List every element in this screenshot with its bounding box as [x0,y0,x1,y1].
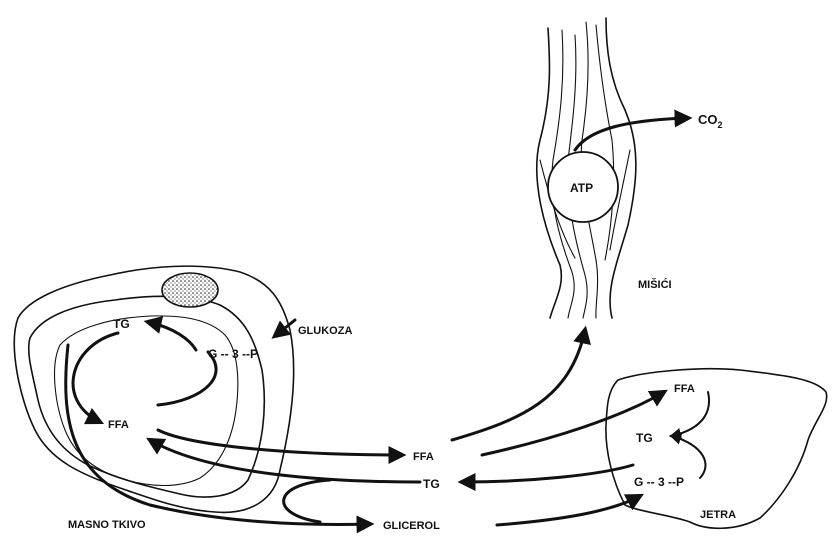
arrow-liver-ffa-to-tg [672,392,709,436]
label-ffa-liver: FFA [674,383,695,395]
label-jetra: JETRA [700,509,736,521]
arrow-tg-to-ffa [73,333,118,422]
adipocyte-lipid-droplet-boundary [55,316,238,486]
label-tg-blood: TG [423,477,440,491]
adipose-tissue [14,266,370,524]
arrow-g3p-to-tg [148,322,196,350]
arrow-liver-tg-to-blood [462,465,633,482]
liver-outline [606,369,827,529]
label-g3p-liver: G -- 3 --P [634,475,684,489]
arrow-tg-to-glicerol [66,345,370,524]
adipocyte-nucleus [162,273,218,307]
arrow-glukoza-in [275,320,295,336]
label-misici: MIŠIĆI [638,278,672,291]
label-co2: CO2 [698,112,723,130]
label-ffa-blood: FFA [413,451,434,463]
arrow-ffa-to-liver [482,392,664,455]
arrow-glicerol-to-liver [497,496,640,525]
muscle-fiber-4 [596,25,614,260]
label-co2-subscript: 2 [718,120,723,130]
label-tg-adipose: TG [113,317,130,331]
arrow-tg-loop-arc [284,480,330,522]
arrow-ffa-to-muscle [452,330,585,440]
muscle [537,18,688,318]
label-ffa-adipose: FFA [108,419,129,431]
label-co2-main: CO [698,112,718,127]
liver [606,369,827,529]
label-atp: ATP [570,181,593,195]
label-glicerol: GLICEROL [383,520,440,532]
adipocyte-outer-membrane [14,266,293,512]
arrow-ffa-adipose-to-blood [158,430,402,455]
label-g3p-adipose: G -- 3 --P [208,347,258,361]
label-tg-liver: TG [636,431,653,445]
arrow-liver-g3p-to-tg [672,436,705,478]
arrow-atp-to-co2 [575,118,688,150]
label-masno-tkivo: MASNO TKIVO [68,519,146,531]
label-glukoza: GLUKOZA [298,325,352,337]
